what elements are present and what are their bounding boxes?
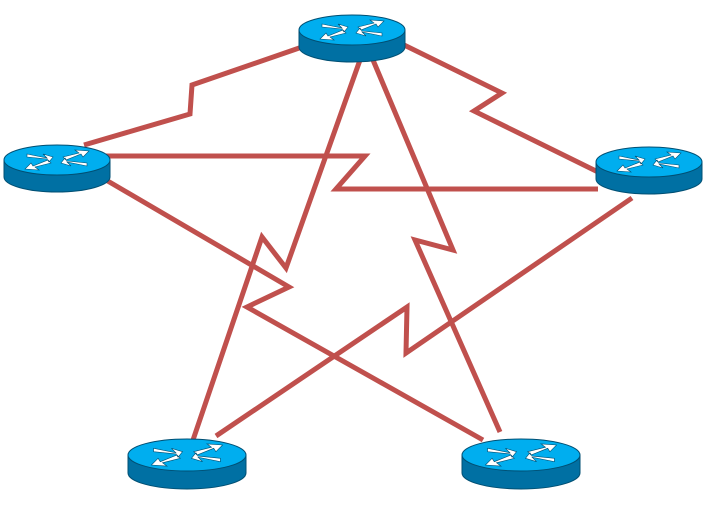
router-top-face [298, 14, 406, 46]
router-left [3, 144, 111, 193]
router-icon [150, 443, 224, 467]
serial-link-left-to-bottom-right [104, 177, 485, 443]
router-right [595, 146, 703, 195]
router-icon [616, 151, 682, 173]
router-top-face [127, 438, 247, 472]
serial-link-top-to-bottom-left [190, 59, 363, 441]
router-icon [319, 19, 385, 41]
serial-link-top-to-right [398, 40, 600, 175]
serial-link-top-to-left [83, 43, 306, 148]
router-bottom-right [461, 438, 581, 490]
serial-link-right-to-bottom-left [214, 195, 634, 439]
nodes-layer [3, 14, 703, 490]
router-bottom-left [127, 438, 247, 490]
router-top [298, 14, 406, 63]
links-layer [83, 40, 634, 443]
serial-link-top-to-bottom-right [370, 59, 503, 434]
router-icon [484, 443, 558, 467]
router-top-face [3, 144, 111, 176]
serial-link-left-to-right [104, 153, 598, 192]
router-top-face [595, 146, 703, 178]
router-icon [24, 149, 90, 171]
router-top-face [461, 438, 581, 472]
